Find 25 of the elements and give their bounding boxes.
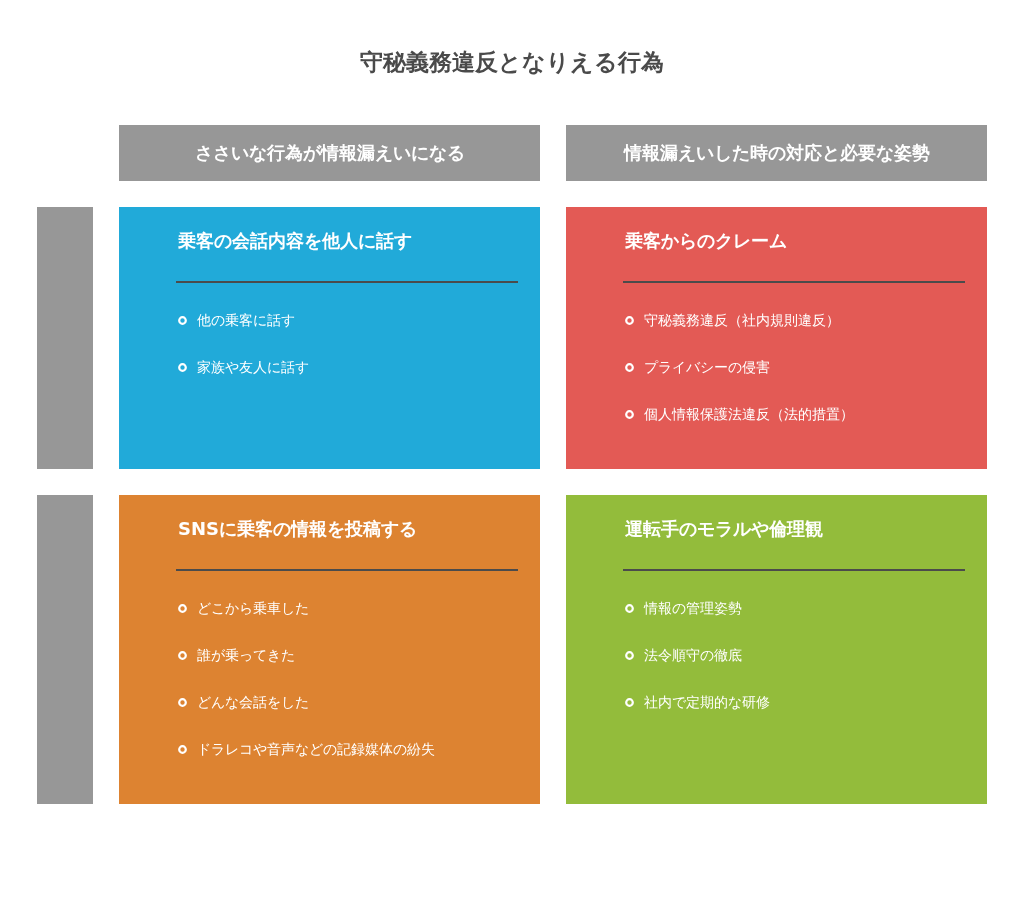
list-item-text: 誰が乗ってきた xyxy=(197,646,295,665)
list-item-text: どこから乗車した xyxy=(197,599,309,618)
card-heading: SNSに乗客の情報を投稿する xyxy=(178,517,417,541)
category-card xyxy=(566,495,987,804)
list-item-text: 法令順守の徹底 xyxy=(644,646,742,665)
card-heading: 乗客の会話内容を他人に話す xyxy=(178,229,412,253)
row-header-bar xyxy=(37,207,93,469)
list-item-text: 家族や友人に話す xyxy=(197,358,309,377)
column-header: 情報漏えいした時の対応と必要な姿勢 xyxy=(566,125,987,181)
list-item-text: ドラレコや音声などの記録媒体の紛失 xyxy=(197,740,435,759)
category-card xyxy=(119,495,540,804)
column-header: ささいな行為が情報漏えいになる xyxy=(119,125,540,181)
list-item-text: 守秘義務違反（社内規則違反） xyxy=(644,311,840,330)
category-card xyxy=(566,207,987,469)
row-header-bar xyxy=(37,495,93,804)
list-item-text: 個人情報保護法違反（法的措置） xyxy=(644,405,854,424)
list-item-text: 社内で定期的な研修 xyxy=(644,693,770,712)
category-card xyxy=(119,207,540,469)
card-heading: 運転手のモラルや倫理観 xyxy=(625,517,823,541)
card-heading: 乗客からのクレーム xyxy=(625,229,787,253)
list-item-text: 他の乗客に話す xyxy=(197,311,295,330)
list-item-text: 情報の管理姿勢 xyxy=(644,599,742,618)
list-item-text: どんな会話をした xyxy=(197,693,309,712)
list-item-text: プライバシーの侵害 xyxy=(644,358,770,377)
diagram-title: 守秘義務違反となりえる行為 xyxy=(360,48,664,77)
